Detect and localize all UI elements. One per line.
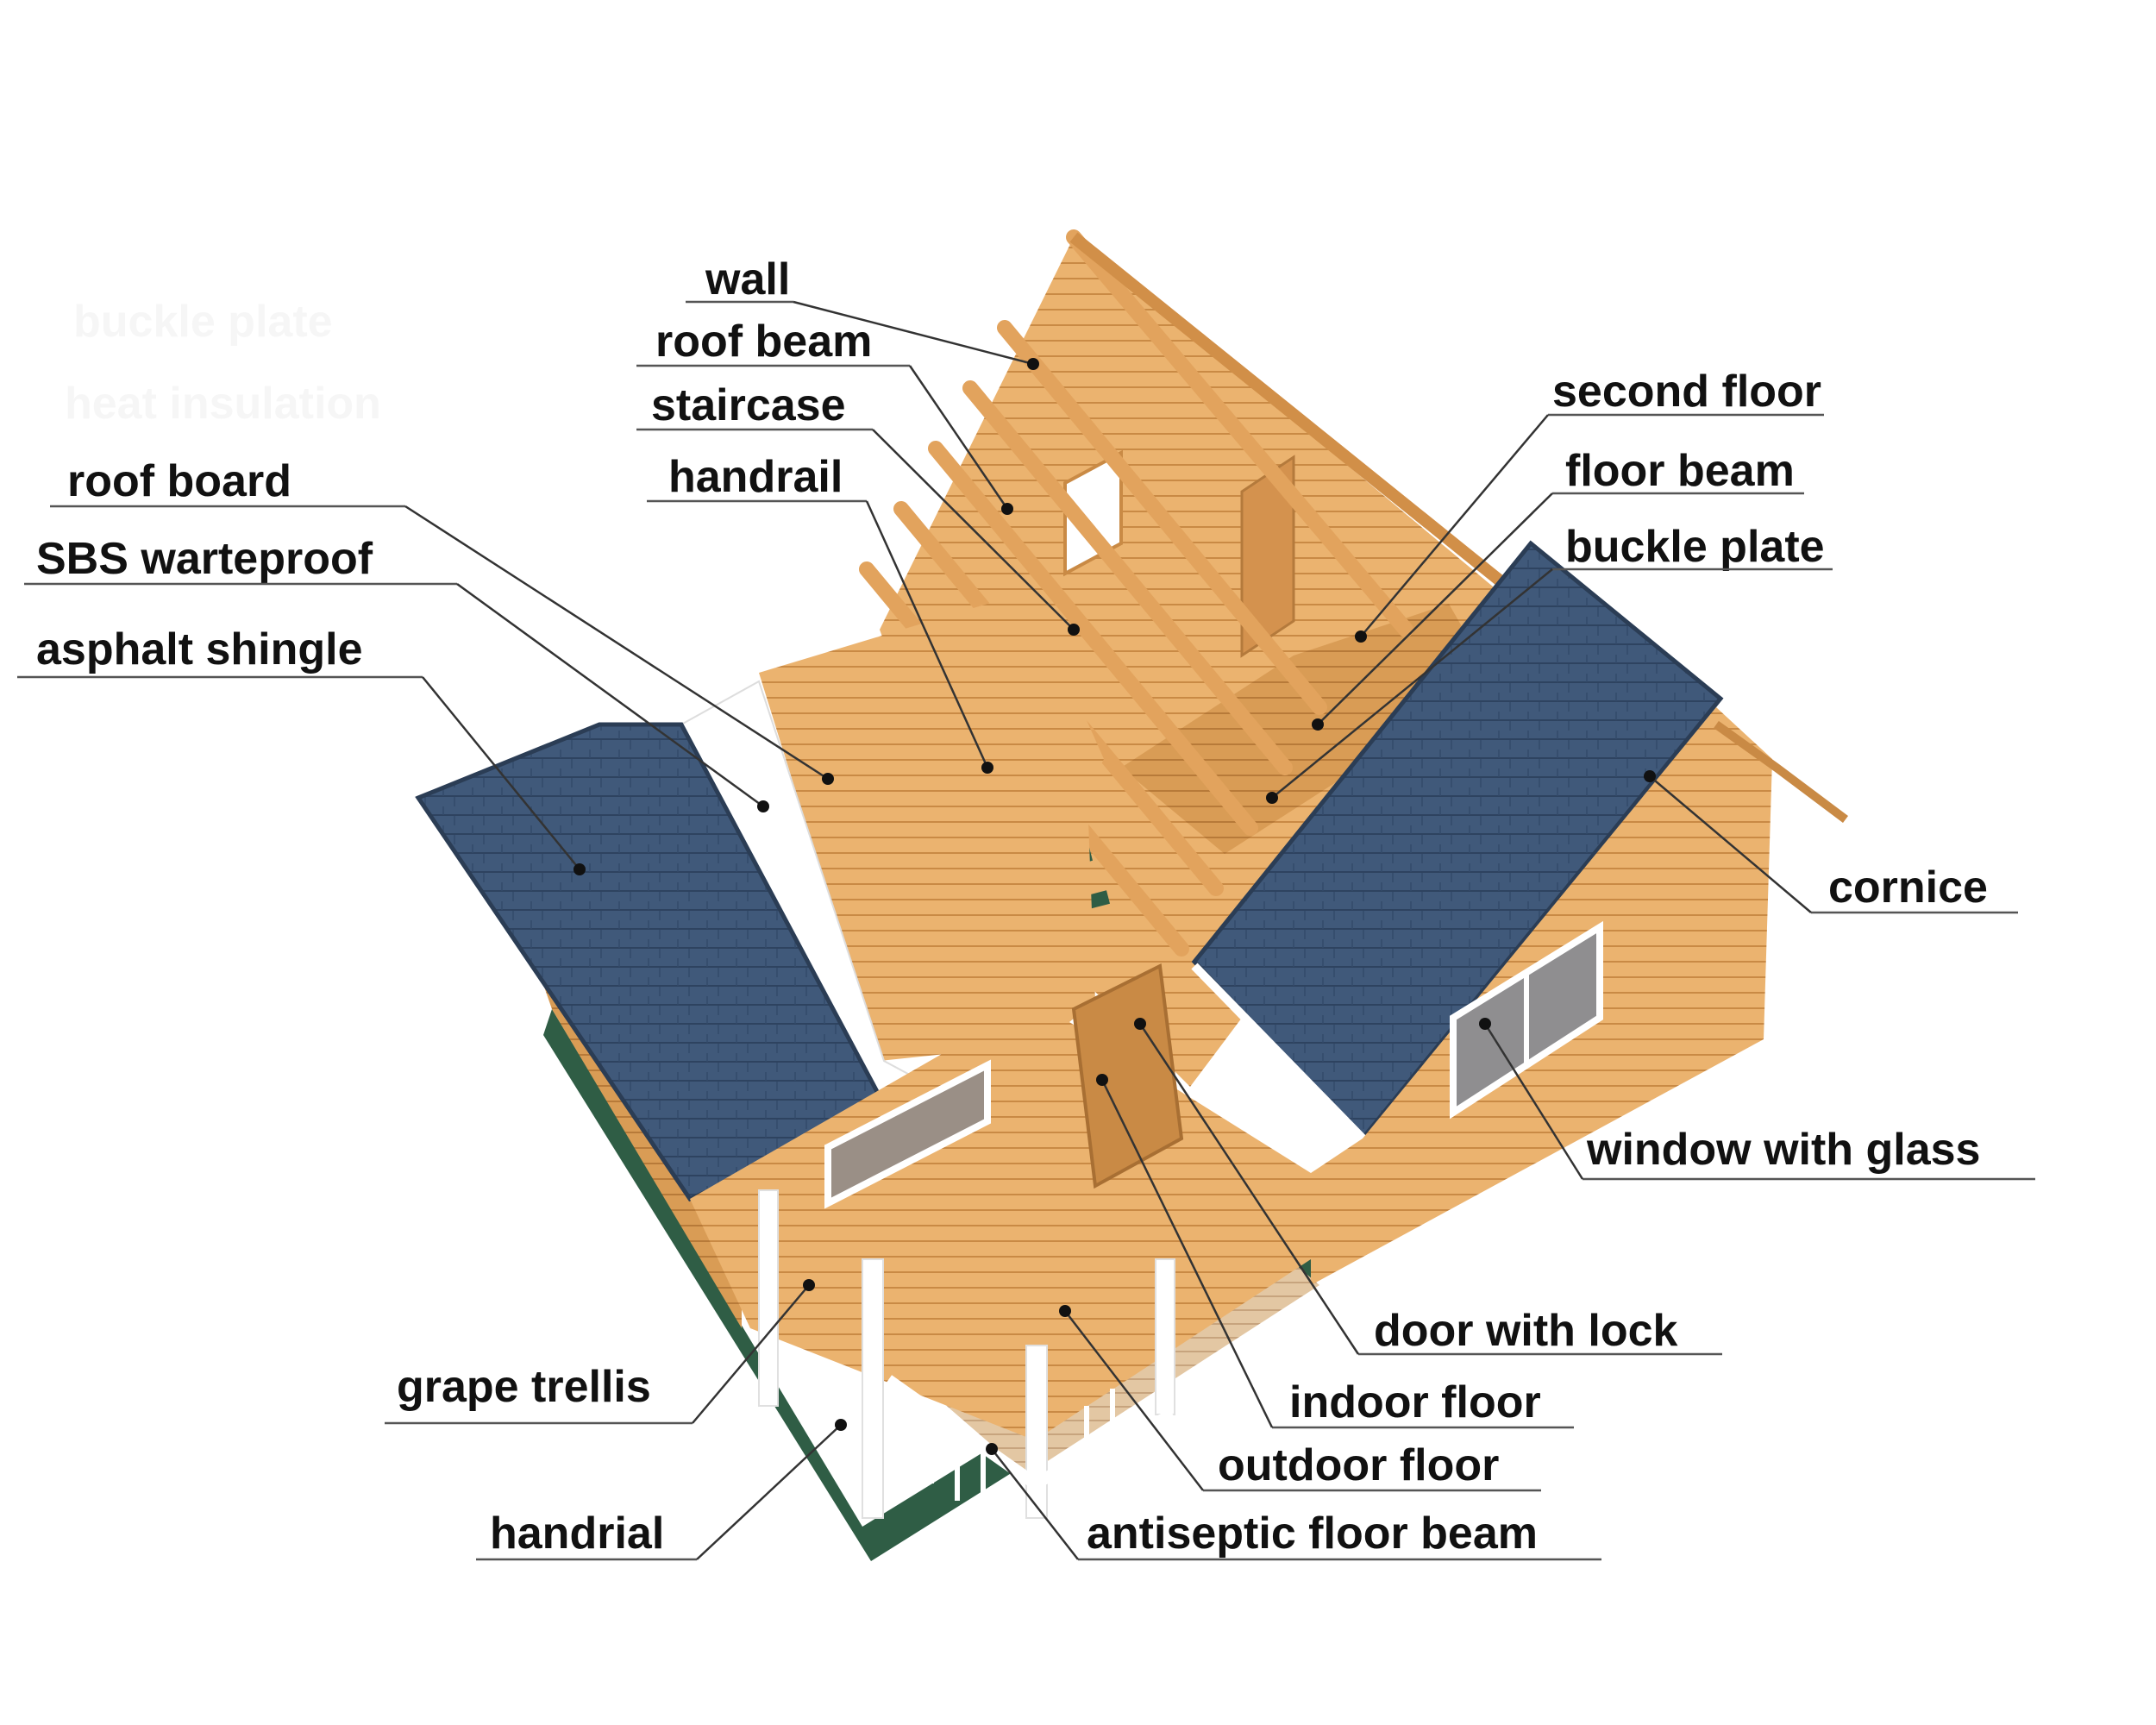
callout-handrail: handrail bbox=[647, 452, 993, 774]
callout-window-with-glass: window with glass bbox=[1479, 1018, 2035, 1181]
label-indoor-floor: indoor floor bbox=[1289, 1377, 1541, 1427]
faint-label-heat-insulation: heat insulation bbox=[65, 379, 381, 429]
callout-floor-beam: floor beam bbox=[1312, 446, 1804, 731]
label-outdoor-floor: outdoor floor bbox=[1218, 1440, 1499, 1490]
callout-sbs-waterproof: SBS warteproof bbox=[24, 534, 769, 812]
label-asphalt-shingle: asphalt shingle bbox=[36, 624, 363, 674]
label-sbs-waterproof: SBS warteproof bbox=[36, 534, 373, 584]
right-roof-trim bbox=[1191, 963, 1370, 1146]
callout-outdoor-floor: outdoor floor bbox=[1059, 1305, 1541, 1492]
label-staircase: staircase bbox=[651, 380, 846, 430]
front-window bbox=[824, 1059, 991, 1209]
callout-roof-beam: roof beam bbox=[636, 317, 1013, 515]
label-roof-beam: roof beam bbox=[655, 317, 872, 367]
callout-door-with-lock: door with lock bbox=[1134, 1018, 1722, 1356]
callout-second-floor: second floor bbox=[1355, 367, 1824, 643]
callout-wall: wall bbox=[686, 254, 1039, 370]
callout-indoor-floor: indoor floor bbox=[1096, 1074, 1574, 1429]
house-illustration bbox=[415, 229, 1848, 1561]
door-frame bbox=[1071, 963, 1184, 1189]
faint-label-buckle-plate: buckle plate bbox=[73, 297, 333, 347]
left-asphalt-roof bbox=[415, 722, 892, 1202]
label-grape-trellis: grape trellis bbox=[397, 1362, 651, 1412]
label-cornice: cornice bbox=[1828, 862, 1988, 913]
callout-antiseptic-floor-beam: antiseptic floor beam bbox=[986, 1443, 1601, 1561]
callout-handrial: handrial bbox=[476, 1419, 847, 1561]
label-door-with-lock: door with lock bbox=[1374, 1306, 1678, 1356]
label-roof-board: roof board bbox=[67, 456, 291, 506]
label-wall: wall bbox=[705, 254, 790, 304]
label-antiseptic-floor-beam: antiseptic floor beam bbox=[1087, 1509, 1538, 1559]
callout-grape-trellis: grape trellis bbox=[385, 1279, 815, 1425]
label-window-with-glass: window with glass bbox=[1586, 1125, 1980, 1175]
ridge-beam bbox=[1069, 232, 1522, 600]
label-buckle-plate: buckle plate bbox=[1565, 522, 1825, 572]
callout-staircase: staircase bbox=[636, 380, 1080, 636]
label-handrail: handrail bbox=[668, 452, 843, 502]
callout-asphalt-shingle: asphalt shingle bbox=[17, 624, 586, 875]
porch-railing bbox=[884, 1375, 1176, 1491]
callout-buckle-plate: buckle plate bbox=[1266, 522, 1833, 804]
roof-board-panel bbox=[759, 591, 1095, 1061]
right-cornice-edge bbox=[1714, 720, 1848, 823]
label-second-floor: second floor bbox=[1552, 367, 1821, 417]
porch-posts bbox=[758, 1189, 1175, 1519]
callout-roof-board: roof board bbox=[50, 456, 834, 785]
callout-cornice: cornice bbox=[1644, 770, 2018, 914]
label-floor-beam: floor beam bbox=[1565, 446, 1795, 496]
railing-balusters bbox=[903, 1389, 1115, 1514]
label-handrial: handrial bbox=[490, 1509, 664, 1559]
